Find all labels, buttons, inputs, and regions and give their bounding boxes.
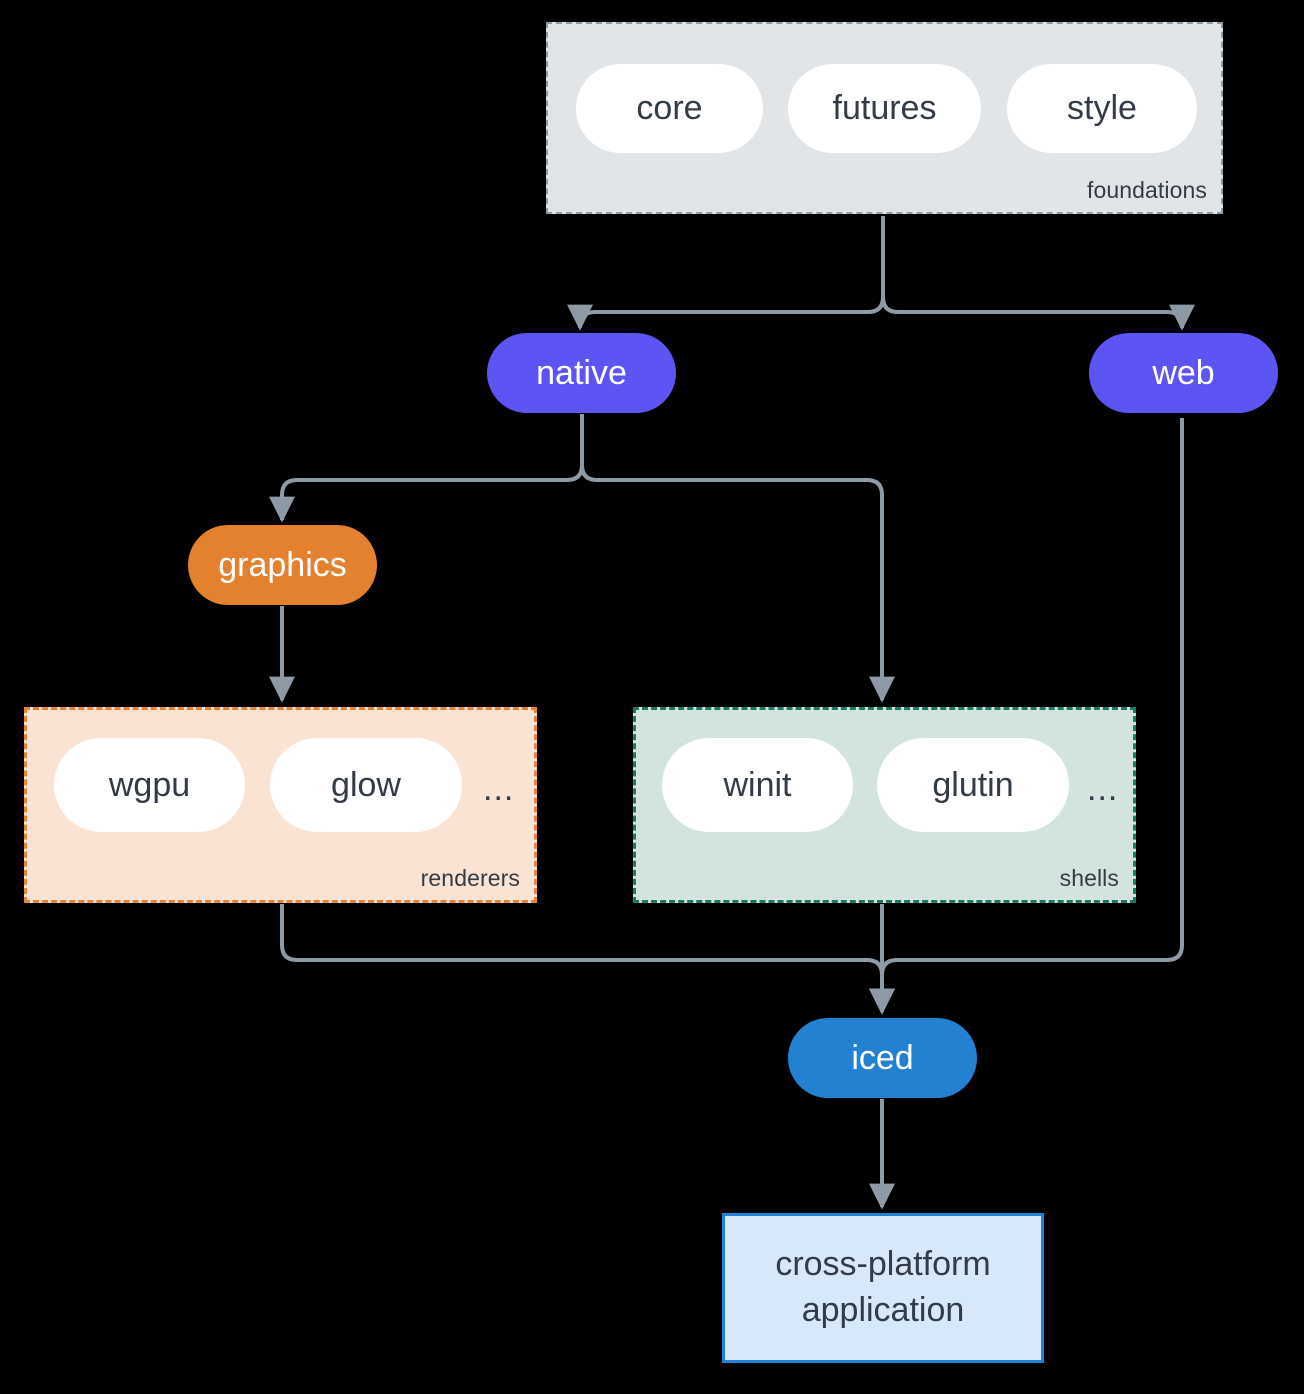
node-web[interactable]: web [1089, 333, 1278, 413]
node-style[interactable]: style [1007, 64, 1197, 153]
node-cross-platform-application[interactable]: cross-platform application [722, 1213, 1044, 1363]
node-winit[interactable]: winit [662, 738, 853, 832]
node-glow[interactable]: glow [270, 738, 462, 832]
cluster-foundations[interactable]: core futures style foundations [546, 22, 1223, 214]
node-graphics[interactable]: graphics [188, 525, 377, 605]
node-glutin[interactable]: glutin [877, 738, 1069, 832]
application-label-line1: cross-platform [775, 1245, 991, 1284]
node-native[interactable]: native [487, 333, 676, 413]
node-futures[interactable]: futures [788, 64, 981, 153]
node-iced[interactable]: iced [788, 1018, 977, 1098]
renderers-overflow-ellipsis: ... [483, 770, 515, 808]
application-label-line2: application [801, 1291, 965, 1329]
cluster-shells-label: shells [1059, 865, 1119, 891]
cluster-foundations-label: foundations [1086, 177, 1207, 203]
cluster-renderers-label: renderers [420, 865, 520, 891]
node-core[interactable]: core [576, 64, 763, 153]
node-wgpu[interactable]: wgpu [54, 738, 245, 832]
cluster-renderers[interactable]: wgpu glow ... renderers [24, 707, 537, 903]
edge-foundations-split [567, 216, 1195, 331]
shells-overflow-ellipsis: ... [1087, 770, 1119, 808]
cluster-shells[interactable]: winit glutin ... shells [633, 707, 1136, 903]
